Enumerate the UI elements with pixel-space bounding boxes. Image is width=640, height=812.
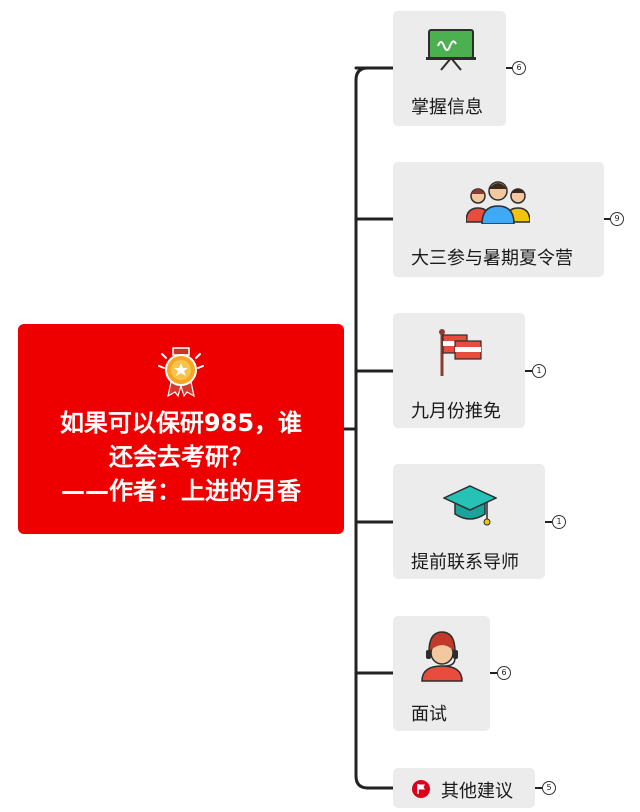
topic-label: 九月份推免 [411,401,501,422]
topic-contact-advisor[interactable]: 提前联系导师 [393,464,545,579]
topic-interview[interactable]: 面试 [393,616,490,731]
people-group-icon [466,181,530,224]
flag-icon [439,329,482,376]
red-flag-marker-icon [412,780,430,798]
child-count-badge[interactable]: 9 [610,212,624,226]
child-count-badge[interactable]: 1 [552,515,566,529]
graduation-cap-icon [443,485,497,526]
topic-label: 其他建议 [441,781,513,802]
topic-label: 提前联系导师 [411,552,519,573]
badge-connector [490,672,497,674]
topic-label: 掌握信息 [411,97,483,118]
child-count-badge[interactable]: 1 [532,364,546,378]
topic-summer-camp[interactable]: 大三参与暑期夏令营 [393,162,604,277]
badge-connector [545,521,552,523]
child-count-badge[interactable]: 6 [512,61,526,75]
root-topic[interactable]: 如果可以保研985，谁 还会去考研？ ——作者：上进的月香 [18,324,344,534]
badge-connector [506,67,512,69]
chalkboard-icon [426,29,476,71]
topic-september-recommendation[interactable]: 九月份推免 [393,313,525,428]
customer-service-icon [421,631,463,682]
topic-label: 大三参与暑期夏令营 [411,248,573,269]
badge-connector [525,370,532,372]
topic-grasp-info[interactable]: 掌握信息 [393,11,506,126]
topic-other-suggestions[interactable]: 其他建议 [393,768,535,808]
child-count-badge[interactable]: 6 [497,666,511,680]
badge-connector [535,787,542,789]
award-medal-icon [158,347,204,398]
root-title: 如果可以保研985，谁 还会去考研？ ——作者：上进的月香 [59,409,303,505]
badge-connector [604,218,610,220]
topic-label: 面试 [411,704,447,725]
child-count-badge[interactable]: 5 [542,781,556,795]
